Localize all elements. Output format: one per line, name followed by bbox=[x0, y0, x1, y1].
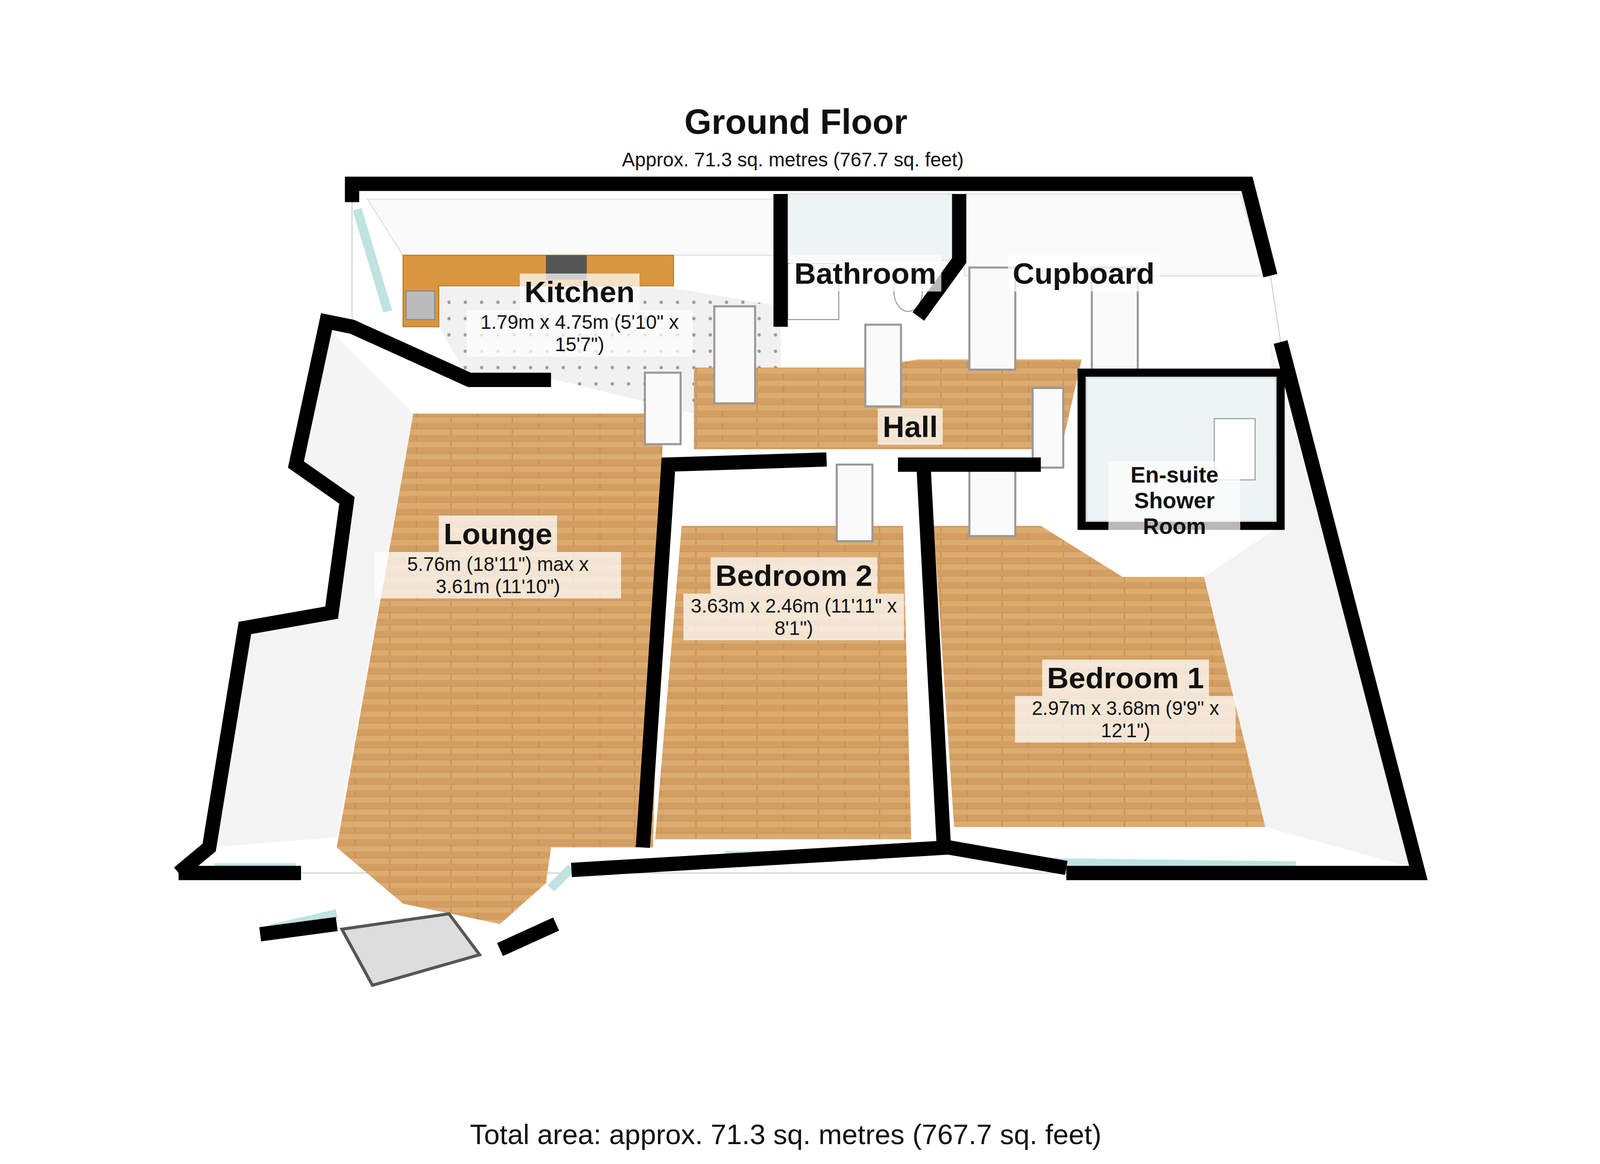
walls-part bbox=[1066, 341, 1419, 873]
room-name: Hall bbox=[877, 408, 943, 445]
walls-part bbox=[260, 923, 337, 934]
room-label: Kitchen1.79m x 4.75m (5'10" x 15'7") bbox=[466, 273, 693, 357]
windows-part bbox=[1051, 862, 1296, 866]
room-name: Lounge bbox=[438, 515, 558, 552]
walls-part bbox=[897, 457, 1041, 472]
floors-part bbox=[336, 413, 664, 925]
area-subtitle: Approx. 71.3 sq. metres (767.7 sq. feet) bbox=[622, 148, 964, 171]
room-label: Bedroom 23.63m x 2.46m (11'11" x 8'1") bbox=[683, 557, 905, 640]
walls-part bbox=[773, 193, 788, 327]
room-dimensions: 1.79m x 4.75m (5'10" x 15'7") bbox=[466, 309, 693, 357]
room-dimensions: 2.97m x 3.68m (9'9" x 12'1") bbox=[1015, 695, 1236, 743]
doors-part bbox=[1032, 387, 1064, 468]
wall-faces-part bbox=[785, 193, 955, 261]
floors-part bbox=[933, 525, 1266, 827]
wall-faces-part bbox=[367, 199, 781, 256]
fittings-part bbox=[341, 913, 480, 985]
fittings-part bbox=[406, 290, 435, 320]
room-name: Cupboard bbox=[1008, 255, 1160, 292]
walls-part bbox=[571, 847, 1067, 870]
room-dimensions: 3.63m x 2.46m (11'11" x 8'1") bbox=[683, 593, 905, 640]
walls bbox=[178, 183, 1419, 950]
walls-part bbox=[499, 923, 557, 950]
room-label: Lounge5.76m (18'11") max x 3.61m (11'10"… bbox=[374, 515, 622, 599]
room-label: Cupboard bbox=[994, 255, 1173, 292]
doors bbox=[644, 267, 1138, 542]
room-label: Bedroom 12.97m x 3.68m (9'9" x 12'1") bbox=[1015, 659, 1236, 743]
doors-part bbox=[644, 372, 681, 444]
doors-part bbox=[969, 464, 1016, 536]
floors-part bbox=[655, 525, 912, 839]
plan-title: Ground Floor bbox=[684, 101, 908, 142]
walls-part bbox=[642, 459, 827, 848]
doors-part bbox=[714, 306, 755, 404]
room-name: Bedroom 1 bbox=[1041, 659, 1209, 696]
room-label: Hall bbox=[864, 408, 957, 445]
room-dimensions: 5.76m (18'11") max x 3.61m (11'10") bbox=[374, 551, 622, 599]
room-label: Bathroom bbox=[783, 255, 947, 292]
room-name: En-suite Shower Room bbox=[1108, 461, 1241, 541]
walls-part bbox=[923, 464, 944, 848]
walls-part bbox=[178, 865, 302, 880]
windows bbox=[214, 209, 1296, 929]
room-name: Kitchen bbox=[519, 273, 640, 310]
room-name: Bathroom bbox=[789, 255, 942, 292]
doors-part bbox=[836, 464, 873, 542]
total-area-caption: Total area: approx. 71.3 sq. metres (767… bbox=[469, 1117, 1102, 1151]
room-name: Bedroom 2 bbox=[710, 557, 878, 594]
doors-part bbox=[865, 324, 902, 406]
windows-part bbox=[357, 209, 388, 312]
room-label: En-suite Shower Room bbox=[1108, 461, 1241, 541]
windows-part bbox=[550, 867, 572, 888]
